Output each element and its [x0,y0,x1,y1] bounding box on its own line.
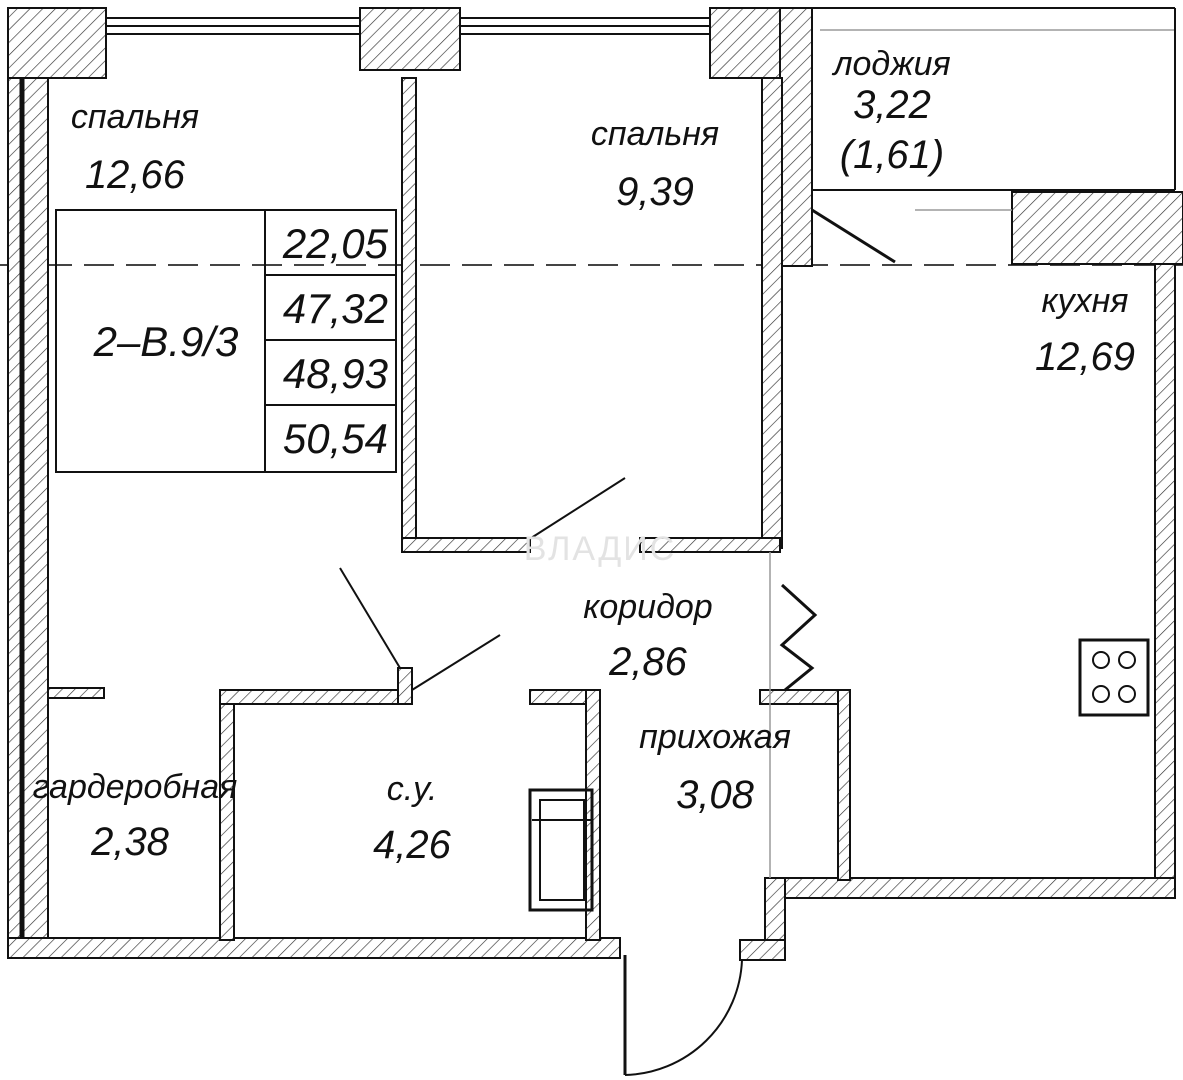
room-name-bedroom-left: спальня [71,98,199,136]
bathroom-fixture [528,788,594,912]
room-name-corridor: коридор [583,588,712,626]
stove-burner [1118,685,1136,703]
room-area-loggia: 3,22 [853,83,931,127]
stove-burner [1092,685,1110,703]
wall-bedroom2-bottom-left [401,537,531,553]
bedroom2-door [527,477,626,541]
room-area-loggia-reduced: (1,61) [840,133,945,177]
stove-burner [1118,651,1136,669]
entrance-door-swing [624,959,743,1076]
wall-top-mid-pier [359,7,461,71]
watermark: ВЛАДИС [524,530,676,568]
wall-bathroom-top [219,689,411,705]
wall-bedroom2-bottom-right [639,537,781,553]
wall-kitchen-bottom [764,877,1176,899]
room-area-wardrobe: 2,38 [90,820,170,864]
plan-area-total: 47,32 [283,285,388,332]
room-name-wardrobe: гардеробная [33,768,238,806]
wall-bathroom-door-jamb [397,667,413,705]
room-area-kitchen: 12,69 [1035,335,1135,379]
room-name-bedroom-right: спальня [591,115,719,153]
room-name-bathroom: с.у. [387,770,438,808]
room-name-loggia: лоджия [831,45,950,83]
wall-wardrobe-right [219,689,235,941]
wall-bedroom-right [779,7,813,267]
room-area-hall: 3,08 [676,773,755,817]
room-name-hall: прихожая [639,718,791,756]
wall-loggia-bottom [1011,191,1183,265]
room-area-bedroom-right: 9,39 [616,170,694,214]
plan-area-with-loggia: 50,54 [283,415,388,462]
room-area-corridor: 2,86 [608,640,688,684]
stove [1078,638,1150,717]
bathroom-door [411,634,501,691]
wall-left [7,77,49,959]
wall-hall-kitchen [837,689,851,881]
zigzag-break [779,583,818,692]
room-area-bedroom-left: 12,66 [85,153,186,197]
wall-bedroom-partition [401,77,417,551]
stove-burner [1092,651,1110,669]
wall-bedroom2-right [761,77,783,549]
plan-code: 2–В.9/3 [93,318,239,365]
room-name-kitchen: кухня [1042,282,1129,320]
wall-bottom-right [739,939,786,961]
loggia-door [811,208,896,264]
plan-area-with-loggia-reduced: 48,93 [283,350,388,397]
room-area-bathroom: 4,26 [373,823,452,867]
wall-hall-top [759,689,851,705]
bathroom-fixture-inner [539,799,585,901]
wall-top-left-pier [7,7,107,79]
wall-bottom [7,937,621,959]
wall-wardrobe-top [47,687,105,699]
plan-area-living: 22,05 [282,220,389,267]
bedroom1-door [339,567,401,669]
wall-kitchen-right [1154,263,1176,895]
